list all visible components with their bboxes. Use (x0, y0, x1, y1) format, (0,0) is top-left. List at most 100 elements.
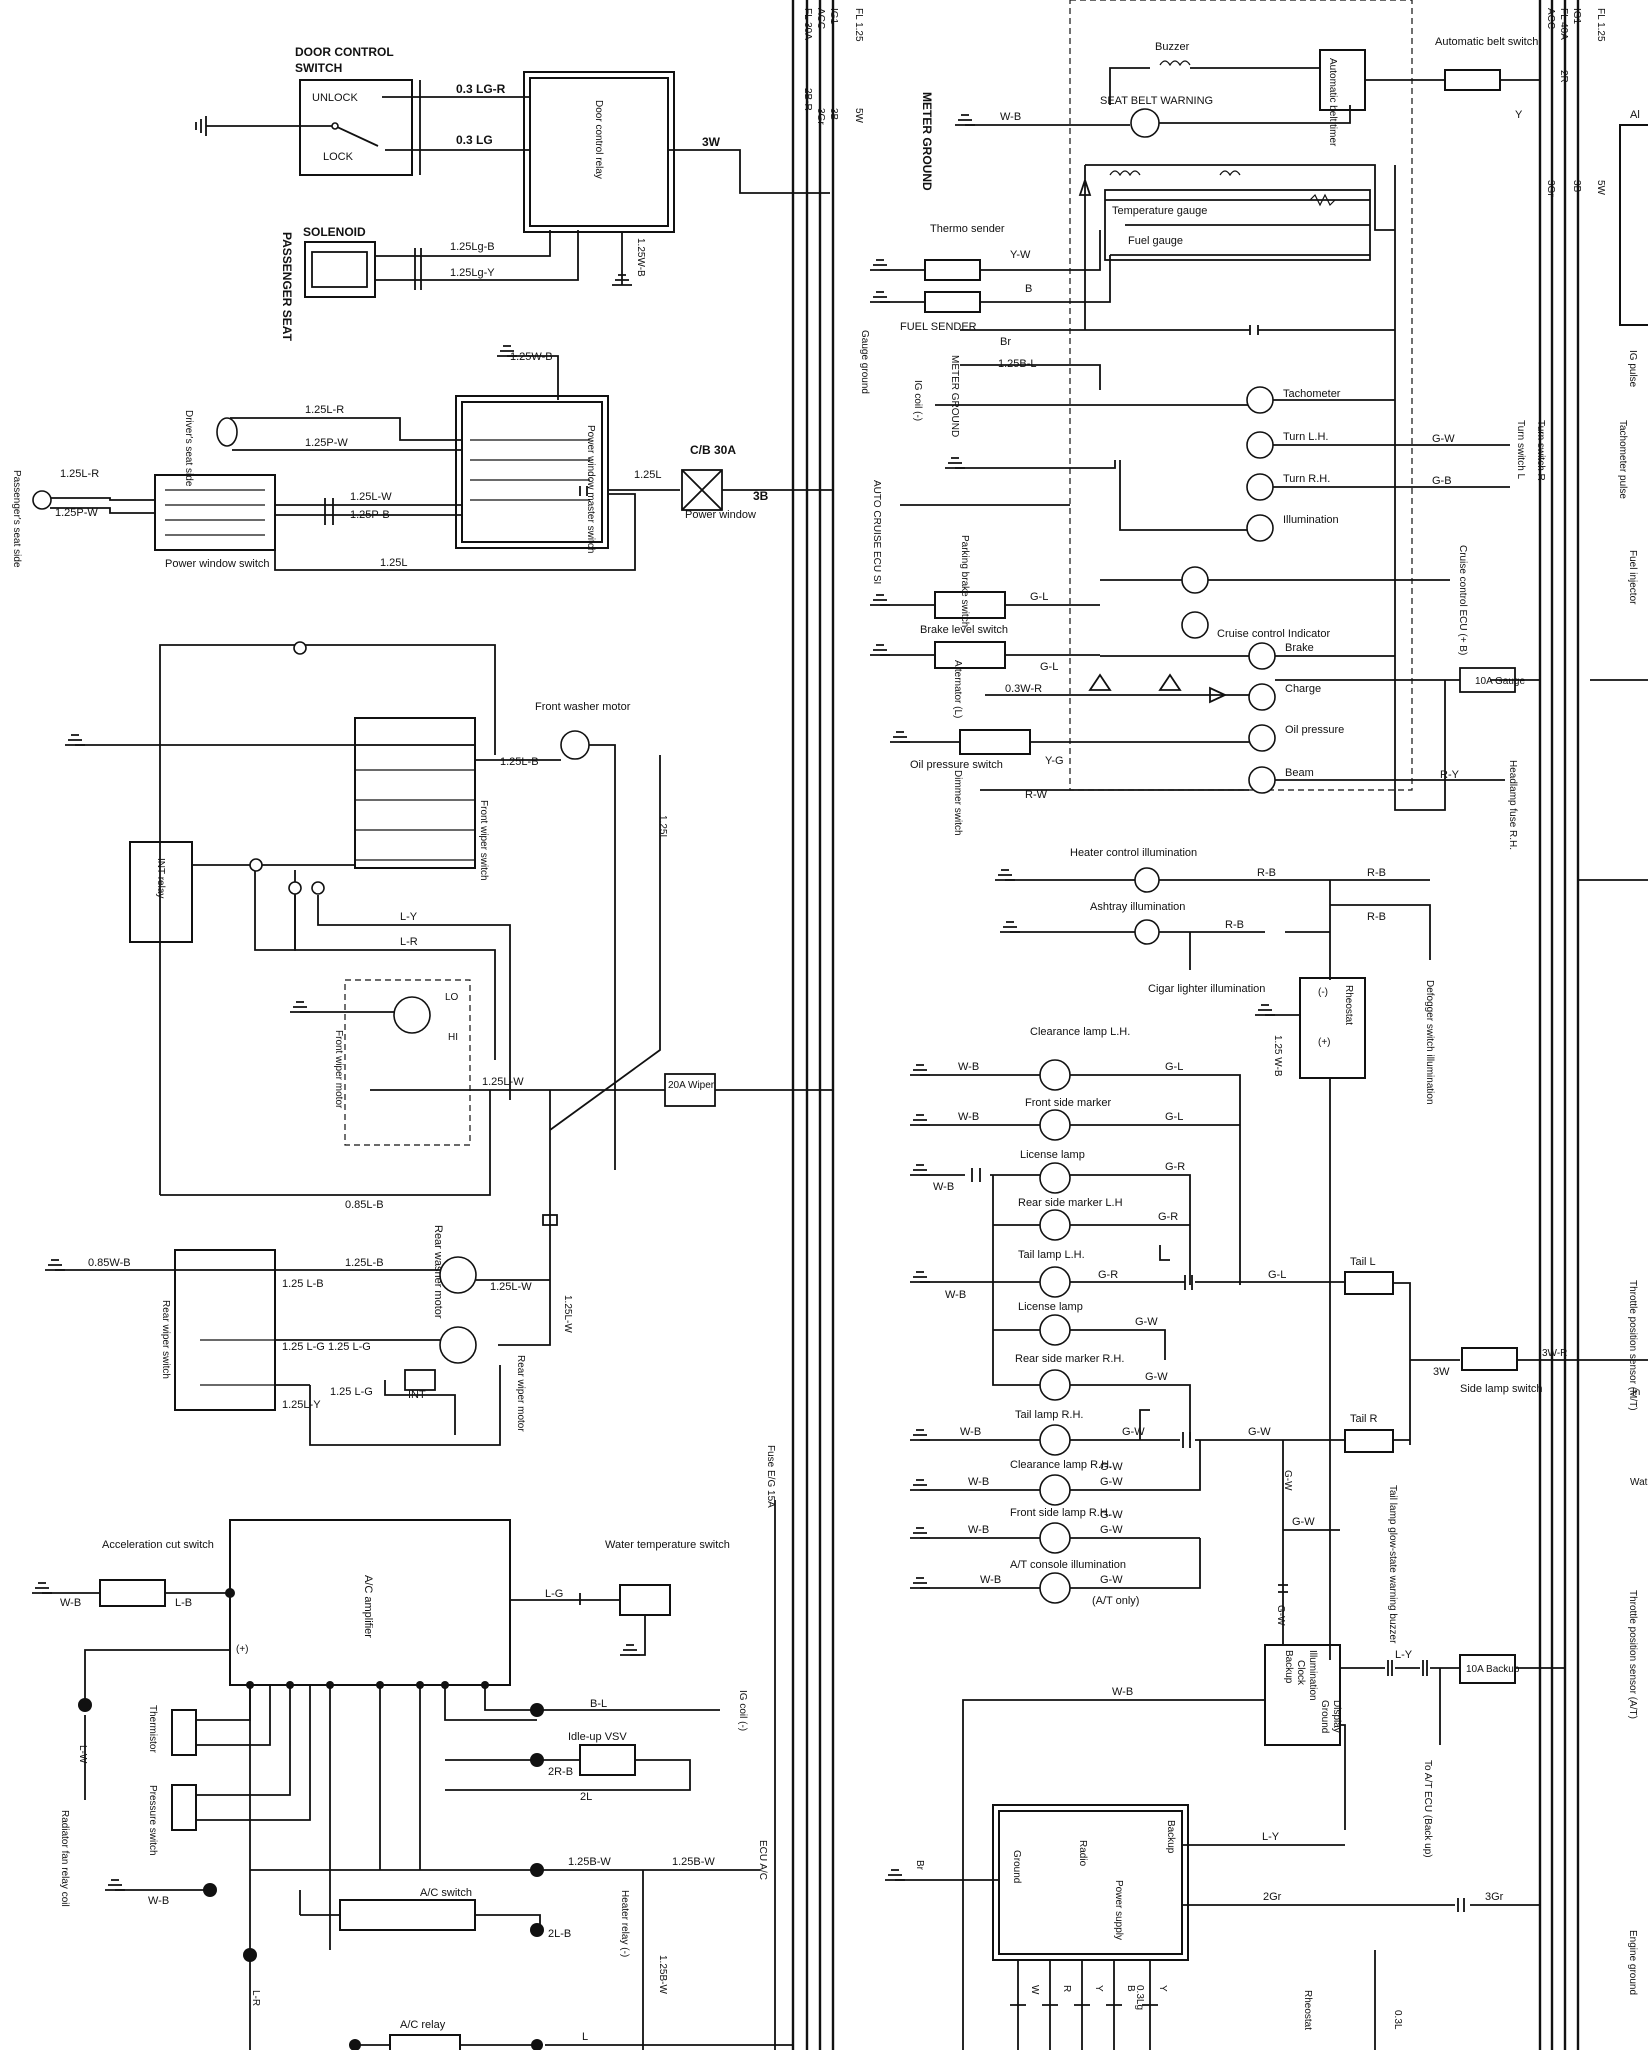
rear-motor-label: Rear wiper motor (515, 1355, 526, 1432)
tail-lh-label: Tail lamp L.H. (1018, 1249, 1085, 1261)
ecu-ac-label: ECU A/C (757, 1840, 768, 1880)
wire-label: G-W (1248, 1426, 1271, 1438)
rheostat-plus: (+) (1318, 1037, 1331, 1048)
turn-rh-lamp (1246, 473, 1274, 501)
pressure-switch (171, 1784, 197, 1831)
meter-ground-2-label: METER GROUND (949, 355, 960, 437)
tail-buzzer-label: Tail lamp glow-state warning buzzer (1387, 1485, 1398, 1644)
thermo-label: Thermo sender (930, 223, 1005, 235)
door-control-relay (529, 77, 669, 227)
front-wiper-switch (354, 717, 476, 869)
clock-display-label: Display (1331, 1700, 1342, 1733)
solenoid-box (304, 241, 376, 298)
wire-label: 3Gr (1485, 1891, 1504, 1903)
front-wiper-motor (393, 996, 431, 1034)
wire-label: G-R (1098, 1269, 1118, 1281)
bus-right-label: 3B (1571, 180, 1582, 193)
illumination-lamp (1246, 514, 1274, 542)
wire-label: 1.25L-W (562, 1295, 573, 1333)
wire-label: 2R-B (548, 1766, 573, 1778)
ac-switch (339, 1899, 476, 1931)
wire-label: 1.25Lg-Y (450, 267, 495, 279)
gauge-fuse (1459, 667, 1516, 693)
headlamp-fuse-label: Headlamp fuse R.H. (1507, 760, 1518, 850)
radio-wire: R (1061, 1985, 1072, 1992)
tail-l-fuse (1344, 1271, 1394, 1295)
wiper-fuse (664, 1073, 716, 1107)
wire-label: G-L (1030, 591, 1048, 603)
wire-label: W-B (968, 1476, 989, 1488)
wire-label: 1.25L-R (305, 404, 344, 416)
cb-label: C/B 30A (690, 443, 736, 457)
wire-label: 1.25W-B (635, 238, 646, 277)
wire-label: W-B (968, 1524, 989, 1536)
power-window-label: Power window (685, 509, 756, 521)
ashtray-label: Ashtray illumination (1090, 901, 1185, 913)
front-side-label: Front side marker (1025, 1097, 1112, 1109)
tachometer (1246, 386, 1274, 414)
ac-switch-label: A/C switch (420, 1887, 472, 1899)
engine-ground-label: Engine ground (1627, 1930, 1638, 1995)
wiper-section: Front wiper switch Front washer motor 1.… (44, 641, 833, 1446)
radio-wire: W (1029, 1985, 1040, 1995)
rear-side-marker-lh-lamp (1039, 1209, 1071, 1241)
brake-level-switch (934, 641, 1006, 669)
thermistor-label: Thermistor (147, 1705, 158, 1753)
power-window-switch (154, 474, 276, 551)
wire-label: 0.3 LG-R (456, 82, 506, 96)
meter-ground-label: METER GROUND (920, 92, 934, 191)
buzzer-label: Buzzer (1155, 41, 1190, 53)
brake-level-label: Brake level switch (920, 624, 1008, 636)
radio-ground-label: Ground (1011, 1850, 1022, 1883)
turn-rh-label: Turn R.H. (1283, 473, 1330, 485)
rear-side-lh-label: Rear side marker L.H (1018, 1197, 1123, 1209)
bus-left-label: 3Gr (815, 108, 826, 125)
wire-label: W-B (980, 1574, 1001, 1586)
passenger-side-label: Passenger's seat side (11, 470, 22, 568)
wire-label: W-B (1112, 1686, 1133, 1698)
power-window-master-switch (461, 401, 603, 543)
bus-right-label: 3Gr (1545, 180, 1556, 197)
beam-lamp (1248, 766, 1276, 794)
wire-label: G-W (1100, 1524, 1123, 1536)
driver-side-label: Driver's seat side (183, 410, 194, 487)
wire-label: L-R (400, 936, 418, 948)
rheostat-minus: (-) (1318, 987, 1328, 998)
int-relay-label: INT relay (155, 858, 166, 898)
radiator-fan-label: Radiator fan relay coil (59, 1810, 70, 1907)
wire-label: 1.25P-W (55, 507, 98, 519)
radio-power-label: Power supply (1113, 1880, 1124, 1940)
wire-label: G-W (1145, 1371, 1168, 1383)
wire-label: Y-G (1045, 755, 1064, 767)
wire-label: G-W (1292, 1516, 1315, 1528)
wire-label: 0.3 LG (456, 133, 493, 147)
bus-right-label: FL 1.25 (1595, 8, 1606, 42)
fuel-gauge-label: Fuel gauge (1128, 235, 1183, 247)
wire-label: G-R (1158, 1211, 1178, 1223)
wire-label: W-B (958, 1061, 979, 1073)
wire-label: 1.25L-Y (282, 1399, 321, 1411)
front-wiper-switch-label: Front wiper switch (478, 800, 489, 881)
clock-box (1264, 1644, 1341, 1746)
wire-label: G-W (1432, 433, 1455, 445)
master-switch-label: Power window master switch (585, 425, 596, 553)
bus-right-label: 2R (1558, 70, 1569, 83)
turn-rsw-label: Turn switch R (1535, 420, 1546, 481)
oil-pressure-lamp (1248, 724, 1276, 752)
wire-label: 0.85L-B (345, 1199, 384, 1211)
ashtray-illum-lamp (1134, 919, 1160, 945)
tach-pulse-label: Tachometer pulse (1617, 420, 1628, 499)
heater-relay-label: Heater relay (-) (619, 1890, 630, 1957)
bus-left-label: IG1 (828, 8, 839, 25)
wire-label: 2L (580, 1791, 592, 1803)
wire-label: 1.25L (657, 815, 668, 840)
wire-label: G-L (1268, 1269, 1286, 1281)
gauge-ground-label: Gauge ground (859, 330, 870, 394)
radio-box (992, 1804, 1189, 1961)
gauges-box (1104, 189, 1371, 261)
wire-label: G-W (1100, 1574, 1123, 1586)
wire-label: G-W (1100, 1509, 1123, 1521)
rear-washer-label: Rear washer motor (432, 1225, 444, 1319)
charge-label: Charge (1285, 683, 1321, 695)
